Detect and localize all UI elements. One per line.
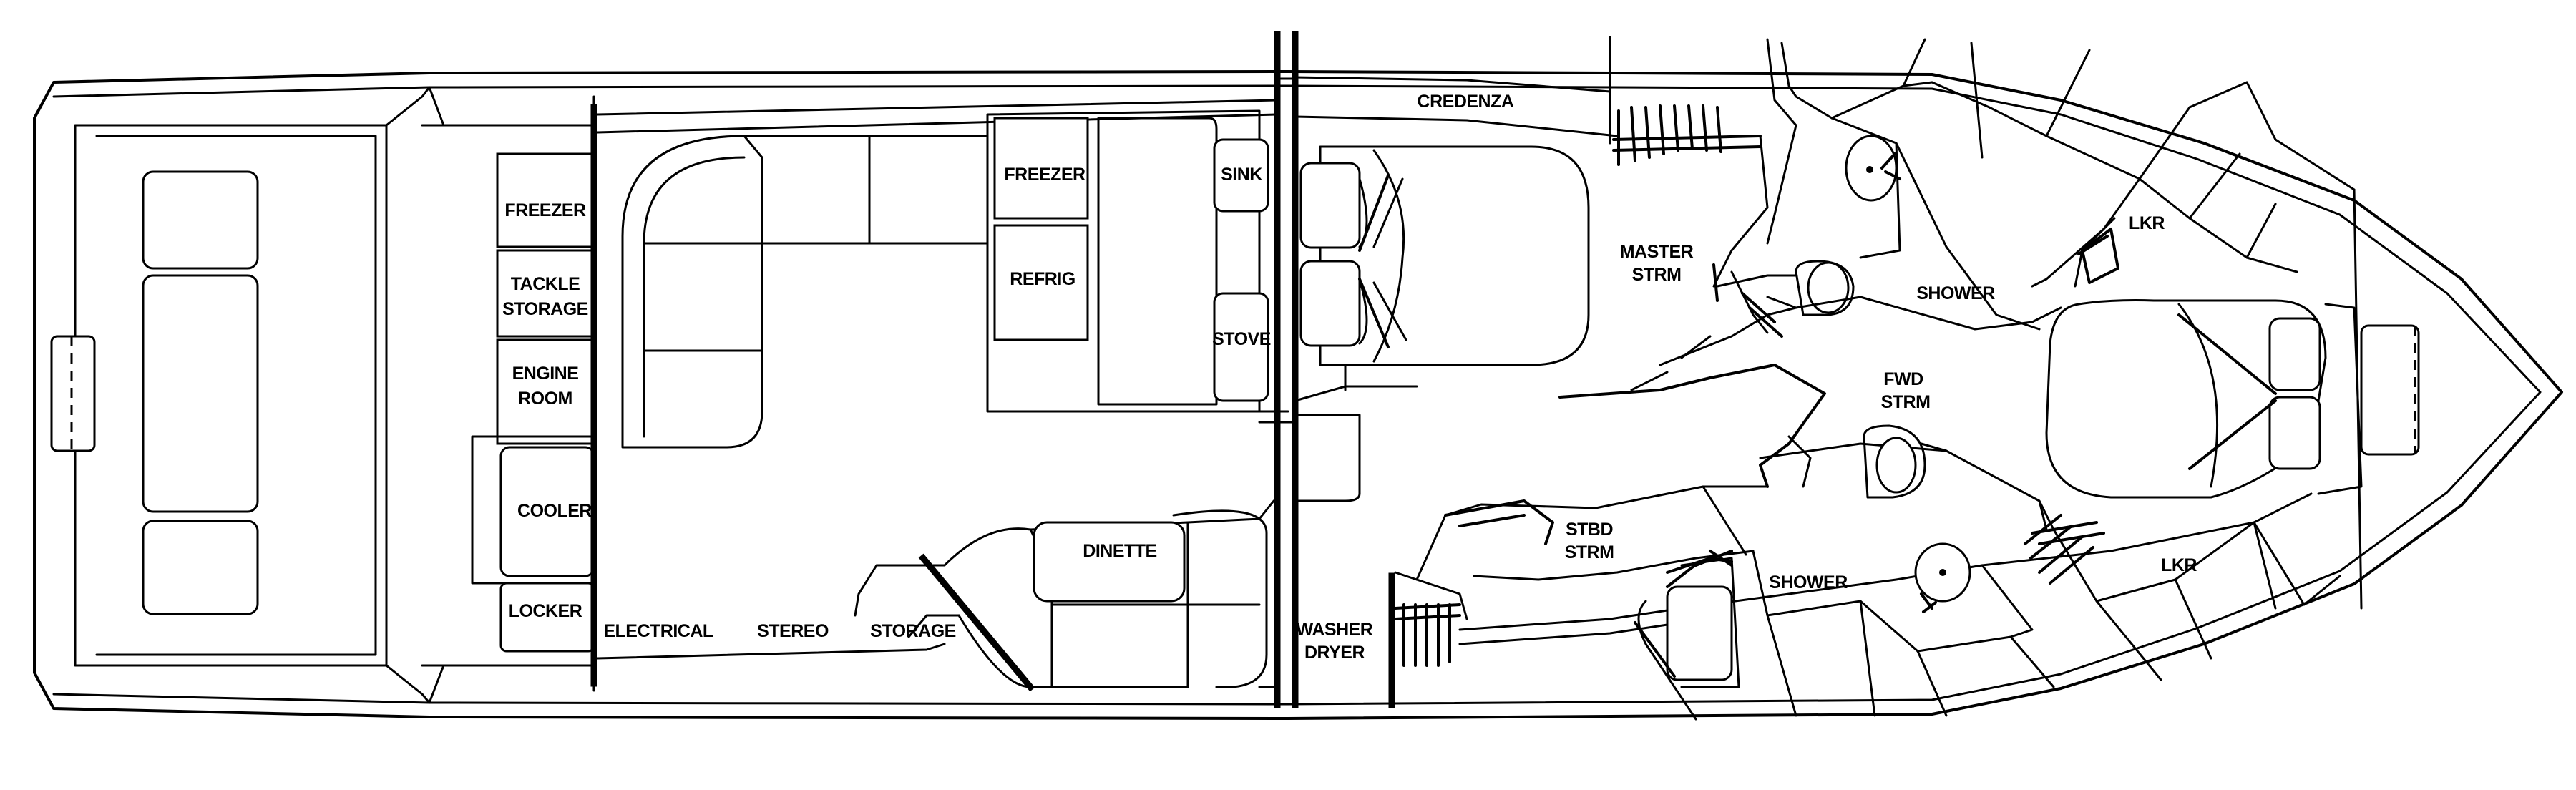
aft-cockpit — [50, 86, 488, 704]
label-credenza: CREDENZA — [1418, 92, 1514, 112]
label-stove: STOVE — [1212, 329, 1271, 349]
starboard-locker-hatch — [2024, 514, 2105, 585]
label-storage: STORAGE — [870, 621, 956, 641]
forward-passage — [1709, 296, 2062, 531]
label-dinette: DINETTE — [1083, 541, 1156, 561]
label-cooler: COOLER — [517, 501, 592, 521]
room-labels: FREEZER TACKLE STORAGE ENGINE ROOM COOLE… — [502, 92, 2197, 663]
label-master-strm-1: MASTER — [1620, 242, 1694, 262]
label-freezer-galley: FREEZER — [1004, 165, 1085, 185]
label-stbd-strm-2: STRM — [1565, 542, 1614, 562]
salon — [596, 31, 1361, 708]
label-engine-room-2: ROOM — [518, 389, 572, 409]
starboard-stateroom — [1388, 485, 2148, 721]
forward-stateroom — [2045, 81, 2420, 610]
starboard-head — [1702, 485, 2255, 717]
label-electrical: ELECTRICAL — [603, 621, 713, 641]
label-stereo: STEREO — [757, 621, 829, 641]
label-washer-dryer-1: WASHER — [1297, 620, 1373, 640]
label-engine-room-1: ENGINE — [512, 364, 579, 384]
label-lkr-port: LKR — [2129, 213, 2165, 233]
label-locker: LOCKER — [509, 601, 582, 621]
label-freezer-aft: FREEZER — [504, 200, 586, 220]
label-fwd-strm-2: STRM — [1881, 392, 1931, 412]
master-stateroom — [1294, 36, 1797, 402]
label-stbd-strm-1: STBD — [1566, 520, 1613, 540]
label-refrig: REFRIG — [1010, 269, 1075, 289]
port-shower — [1895, 38, 2248, 331]
aft-lockers-column — [428, 86, 597, 704]
label-lkr-stbd: LKR — [2161, 555, 2197, 575]
label-master-strm-2: STRM — [1632, 265, 1682, 285]
label-shower-port: SHOWER — [1916, 283, 1995, 303]
port-head — [1716, 38, 1933, 338]
label-fwd-strm-1: FWD — [1883, 369, 1923, 389]
label-washer-dryer-2: DRYER — [1304, 643, 1365, 663]
master-closet-hatch — [1612, 104, 1762, 166]
washer-dryer-hatch — [1394, 603, 1461, 667]
label-tackle-storage-1: TACKLE — [511, 274, 580, 294]
label-tackle-storage-2: STORAGE — [502, 299, 588, 319]
label-sink: SINK — [1221, 165, 1262, 185]
label-shower-stbd: SHOWER — [1769, 572, 1848, 592]
